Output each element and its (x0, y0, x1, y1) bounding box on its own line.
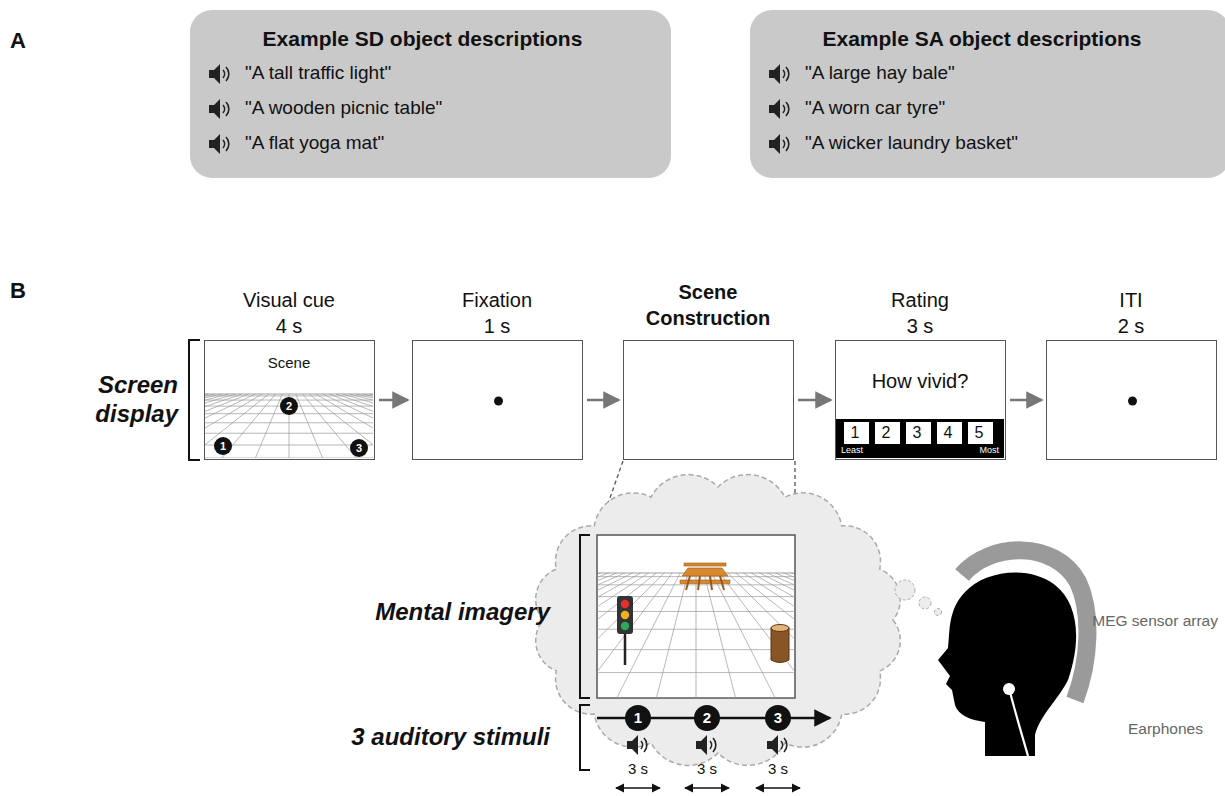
node-text: "A wooden picnic table" (245, 97, 442, 120)
node-text: 5 (968, 423, 990, 442)
screen-visual-cue: Visual cue4 sScene123 (204, 340, 375, 460)
callout-number: 1 (625, 705, 651, 731)
node-text: 3 (906, 423, 928, 442)
screen-scene-construction: Scene Construction (623, 340, 794, 460)
speaker-icon (209, 134, 229, 154)
meg-sensor-array (962, 550, 1087, 700)
device-label: Earphones (1128, 720, 1203, 739)
node-text: 4 (937, 423, 959, 442)
duration-label: 3 s (685, 760, 729, 778)
node-text: Least (841, 445, 863, 456)
callout-number: 3 (765, 705, 791, 731)
rating-bar: Least Most 12345 (836, 419, 1004, 458)
screen-iti: ITI2 s (1046, 340, 1217, 460)
callout-number: 2 (694, 705, 720, 731)
flow-arrow (379, 399, 408, 402)
thought-bubble (919, 597, 931, 609)
node-text: 2 (875, 423, 897, 442)
speaker-icon (696, 735, 716, 755)
duration-arrow (685, 787, 729, 788)
speaker-icon (209, 64, 229, 84)
duration-label: 3 s (756, 760, 800, 778)
speaker-icon (769, 99, 789, 119)
thought-bubble (935, 609, 942, 616)
node-text: "A worn car tyre" (805, 97, 945, 120)
callout-number: 3 (350, 439, 368, 457)
node-text: Scene Construction (624, 279, 792, 331)
flow-arrow (1010, 399, 1042, 402)
speaker-icon (209, 99, 229, 119)
earphone-wire (1010, 692, 1028, 756)
speaker-icon (767, 735, 787, 755)
node-text: 3 s (836, 314, 1004, 338)
row-label: 3 auditory stimuli (351, 723, 550, 752)
node-text: "A flat yoga mat" (245, 132, 384, 155)
rating-option: 5 (968, 422, 993, 444)
node-text: Example SA object descriptions (750, 26, 1214, 51)
speaker-icon (627, 735, 647, 755)
rating-option: 3 (906, 422, 931, 444)
imagery-screen (597, 535, 795, 698)
panel-label: A (10, 28, 26, 54)
rating-option: 1 (844, 422, 869, 444)
callout-number: 2 (280, 397, 298, 415)
node-text: ITI (1047, 288, 1215, 312)
duration-label: 3 s (616, 760, 660, 778)
node-text: 1 s (413, 314, 581, 338)
node-text: "A wicker laundry basket" (805, 132, 1018, 155)
node-text: 1 (844, 423, 866, 442)
node-text: 2 s (1047, 314, 1215, 338)
node-text: "A large hay bale" (805, 62, 955, 85)
duration-arrow (756, 787, 800, 788)
speaker-icon (769, 134, 789, 154)
flow-arrow (587, 399, 619, 402)
duration-arrow (616, 787, 660, 788)
earphone (1003, 683, 1015, 695)
node-text: 4 s (205, 314, 373, 338)
bracket (580, 535, 590, 770)
node-text: "A tall traffic light" (245, 62, 391, 85)
screen-rating: Rating3 sHow vivid?LeastMost12345 (835, 340, 1006, 460)
rating-option: 4 (937, 422, 962, 444)
rating-option: 2 (875, 422, 900, 444)
row-label: Screen display (60, 371, 178, 429)
node-illustration (413, 341, 582, 459)
perspective-grid (205, 394, 373, 458)
node-text: Scene (205, 354, 373, 372)
node-text: Example SD object descriptions (190, 26, 655, 51)
node-text: Most (979, 445, 999, 456)
device-label: MEG sensor array (1092, 612, 1218, 631)
fixation-dot (494, 397, 503, 406)
node-text: Fixation (413, 288, 581, 312)
node-illustration (1047, 341, 1216, 459)
head-silhouette (938, 572, 1076, 756)
node-text: How vivid? (836, 369, 1004, 393)
perspective-grid (597, 573, 795, 698)
flow-arrow (798, 399, 831, 402)
fixation-dot (1128, 397, 1137, 406)
bracket (189, 340, 200, 460)
picnic-table (680, 563, 730, 590)
description-box: Example SA object descriptions "A large h… (750, 10, 1225, 178)
callout-number: 1 (214, 437, 232, 455)
tree-stump (771, 625, 789, 663)
node-text: Visual cue (205, 288, 373, 312)
speaker-icon (769, 64, 789, 84)
thought-cloud (536, 475, 901, 766)
node-text: Rating (836, 288, 1004, 312)
thought-bubble (895, 580, 915, 600)
row-label: Mental imagery (375, 598, 550, 627)
panel-label: B (10, 278, 26, 304)
screen-fixation: Fixation1 s (412, 340, 583, 460)
description-box: Example SD object descriptions "A tall tr… (190, 10, 671, 178)
traffic-light (617, 596, 633, 665)
